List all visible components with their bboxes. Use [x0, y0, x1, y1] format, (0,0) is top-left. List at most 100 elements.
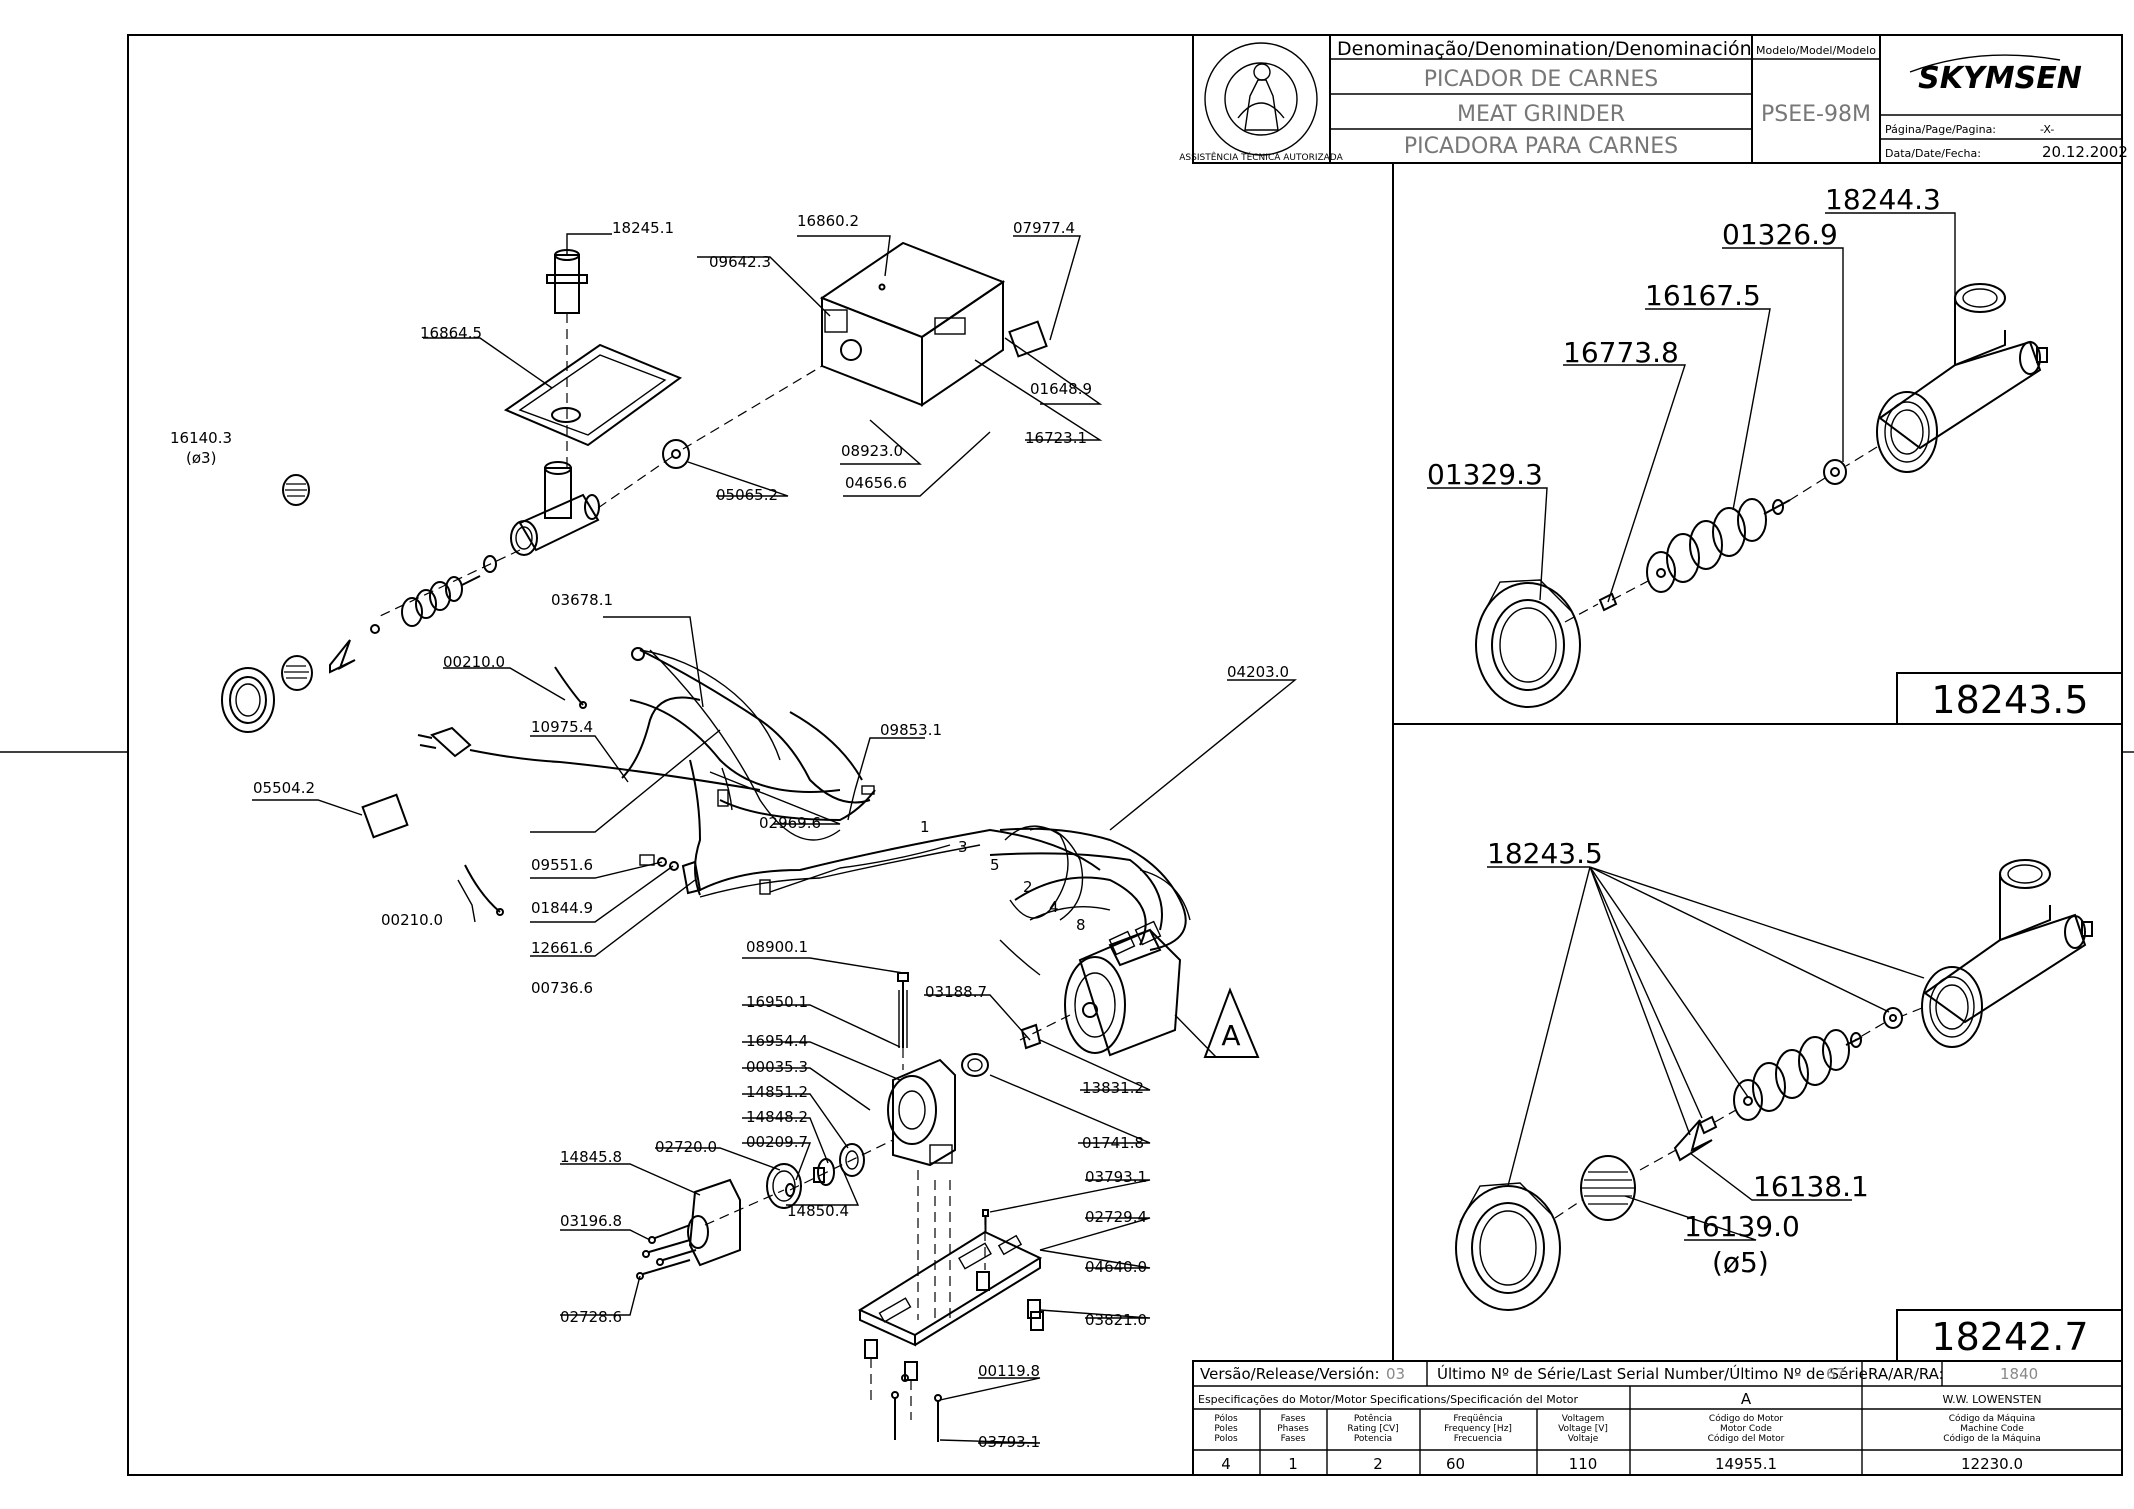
serial-label: Último Nº de Série/Last Serial Number/Úl… — [1437, 1364, 1873, 1383]
detail-bottom-part: (ø5) — [1712, 1246, 1769, 1279]
part-label: 14851.2 — [746, 1083, 808, 1101]
product-name-es: PICADORA PARA CARNES — [1404, 134, 1678, 159]
spec-col-label: Freqüência — [1453, 1413, 1502, 1424]
part-label: 16950.1 — [746, 993, 808, 1011]
spec-col-label: Voltaje — [1568, 1434, 1599, 1444]
part-label: 00209.7 — [746, 1133, 808, 1151]
part-label: 07977.4 — [1013, 219, 1075, 237]
motor-spec-header: Especificações do Motor/Motor Specificat… — [1198, 1393, 1578, 1406]
wire-number: 2 — [1023, 878, 1033, 896]
detail-bottom-part: 18243.5 — [1487, 837, 1603, 870]
part-label: 04640.0 — [1085, 1258, 1147, 1276]
spec-col-label: Frequency [Hz] — [1444, 1424, 1512, 1434]
part-label: 02729.4 — [1085, 1208, 1147, 1226]
part-label: 05504.2 — [253, 779, 315, 797]
wire-number: 5 — [990, 856, 1000, 874]
main-leader-lines — [252, 233, 1297, 1444]
serial-value: 67 — [1826, 1365, 1845, 1383]
detail-top-assembly: 18243.5 — [1931, 678, 2088, 722]
part-label: 12661.6 — [531, 939, 593, 957]
spec-col-value: 12230.0 — [1961, 1455, 2023, 1473]
page-value: -X- — [2040, 123, 2054, 136]
model-header: Modelo/Model/Modelo — [1756, 44, 1876, 57]
part-label: 09853.1 — [880, 721, 942, 739]
product-name-en: MEAT GRINDER — [1457, 102, 1625, 127]
detail-top-part: 16773.8 — [1563, 336, 1679, 369]
spec-col-label: Fases — [1281, 1414, 1306, 1424]
spec-col-label: Código de la Máquina — [1943, 1433, 2041, 1444]
brand-logo: SKYMSEN — [1918, 61, 2082, 96]
spec-col-label: Motor Code — [1720, 1424, 1772, 1434]
wire-number: 3 — [958, 838, 968, 856]
seal-text: ASSISTÊNCIA TÉCNICA AUTORIZADA — [1179, 151, 1343, 163]
part-label: 14845.8 — [560, 1148, 622, 1166]
part-label: 01741.8 — [1082, 1134, 1144, 1152]
spec-col-label: Phases — [1277, 1424, 1309, 1434]
part-label: 09642.3 — [709, 253, 771, 271]
part-label: 16954.4 — [746, 1032, 808, 1050]
part-label: 03188.7 — [925, 983, 987, 1001]
detail-bottom-sketch — [1455, 859, 2093, 1311]
spec-col-label: Potencia — [1354, 1434, 1392, 1444]
part-label: 03821.0 — [1085, 1311, 1147, 1329]
spec-col-label: Voltagem — [1562, 1414, 1605, 1424]
part-label: 00736.6 — [531, 979, 593, 997]
motor-spec-columns: Pólos Poles Polos 4 Fases Phases Fases 1… — [1214, 1413, 2040, 1473]
main-part-labels: 18245.1 16864.5 16860.2 09642.3 07977.4 … — [170, 212, 1289, 1451]
part-label: 14850.4 — [787, 1202, 849, 1220]
part-label: 05065.2 — [716, 486, 778, 504]
part-label: 08923.0 — [841, 442, 903, 460]
part-label: 02720.0 — [655, 1138, 717, 1156]
part-label: 02728.6 — [560, 1308, 622, 1326]
product-name-pt: PICADOR DE CARNES — [1424, 67, 1659, 92]
motor-letter: A — [1741, 1390, 1752, 1408]
date-label: Data/Date/Fecha: — [1885, 147, 1981, 160]
authorized-service-seal — [1204, 42, 1318, 156]
spec-table — [1192, 1360, 2123, 1476]
ra-value: 1840 — [2000, 1365, 2038, 1383]
part-label: 16140.3 — [170, 429, 232, 447]
part-label: 16723.1 — [1025, 429, 1087, 447]
main-assembly-sketch — [221, 241, 1260, 1442]
wire-number: 1 — [920, 818, 930, 836]
spec-col-value: 60 — [1446, 1455, 1465, 1473]
version-label: Versão/Release/Versión: — [1200, 1365, 1380, 1383]
spec-col-label: Código da Máquina — [1949, 1413, 2036, 1424]
version-value: 03 — [1386, 1365, 1405, 1383]
part-label: 03793.1 — [1085, 1168, 1147, 1186]
spec-col-label: Machine Code — [1960, 1424, 2024, 1434]
spec-col-label: Frecuencia — [1454, 1434, 1502, 1444]
part-label: 00210.0 — [443, 653, 505, 671]
spec-col-label: Fases — [1281, 1434, 1306, 1444]
spec-col-label: Polos — [1214, 1434, 1238, 1444]
detail-top-part: 16167.5 — [1645, 279, 1761, 312]
part-label: 03678.1 — [551, 591, 613, 609]
detail-top-part: 01329.3 — [1427, 458, 1543, 491]
spec-col-label: Poles — [1214, 1424, 1238, 1434]
detail-top-part: 01326.9 — [1722, 218, 1838, 251]
part-label: 16864.5 — [420, 324, 482, 342]
wire-number: 8 — [1076, 916, 1086, 934]
part-label: 04656.6 — [845, 474, 907, 492]
part-label: 00119.8 — [978, 1362, 1040, 1380]
spec-col-label: Código del Motor — [1708, 1433, 1785, 1444]
part-label: 16860.2 — [797, 212, 859, 230]
spec-col-label: Potência — [1354, 1413, 1392, 1424]
detail-bottom-part: 16139.0 — [1684, 1210, 1800, 1243]
part-label: 18245.1 — [612, 219, 674, 237]
designer-name: W.W. LOWENSTEN — [1942, 1393, 2041, 1406]
page-label: Página/Page/Pagina: — [1885, 123, 1996, 136]
part-label: 01648.9 — [1030, 380, 1092, 398]
spec-col-value: 4 — [1221, 1455, 1231, 1473]
brand-swoosh — [1909, 54, 2061, 73]
part-label: 00035.3 — [746, 1058, 808, 1076]
part-label: 03793.1 — [978, 1433, 1040, 1451]
part-label: 00210.0 — [381, 911, 443, 929]
part-label: 10975.4 — [531, 718, 593, 736]
part-label: 14848.2 — [746, 1108, 808, 1126]
spec-col-value: 110 — [1569, 1455, 1598, 1473]
spec-col-label: Rating [CV] — [1347, 1424, 1398, 1434]
part-label: 04203.0 — [1227, 663, 1289, 681]
model-value: PSEE-98M — [1761, 102, 1871, 127]
